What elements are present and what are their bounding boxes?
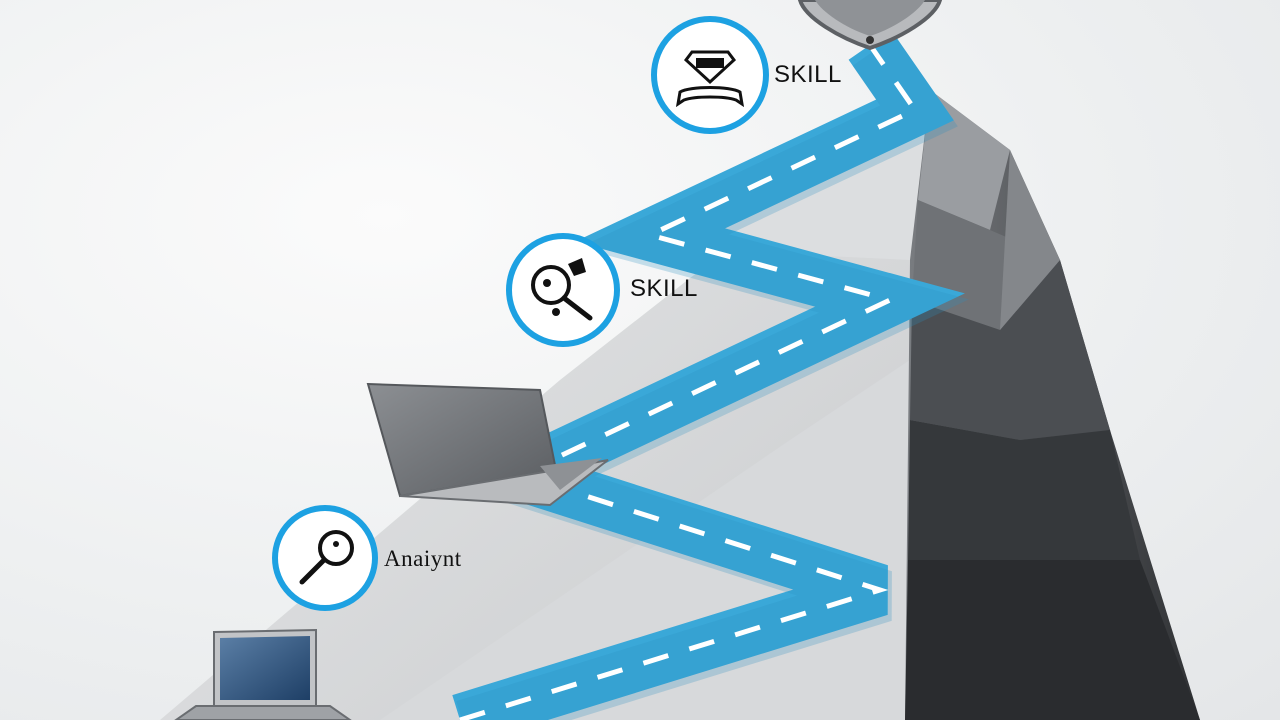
milestone-magnifier	[272, 505, 378, 611]
road-edge-shadow	[453, 36, 969, 720]
mountain-facet-4	[908, 420, 1140, 560]
milestone-label: SKILL	[774, 61, 842, 88]
mountain-facet-6	[1000, 150, 1060, 330]
badge-icon	[675, 50, 745, 108]
mountain-facet-5	[905, 560, 1200, 720]
milestone-label: Anaiynt	[384, 546, 462, 571]
road-dashes	[459, 43, 919, 720]
laptop-icon	[366, 382, 609, 507]
milestone-label: SKILL	[630, 275, 698, 302]
mountain-facet-3	[910, 260, 1110, 440]
magnifier-icon	[299, 530, 354, 585]
shield-icon	[797, 0, 943, 51]
milestone-tools	[506, 233, 620, 347]
laptop-icon	[174, 628, 352, 720]
magnifier-tools-icon	[531, 258, 593, 321]
milestone-badge	[651, 16, 769, 134]
